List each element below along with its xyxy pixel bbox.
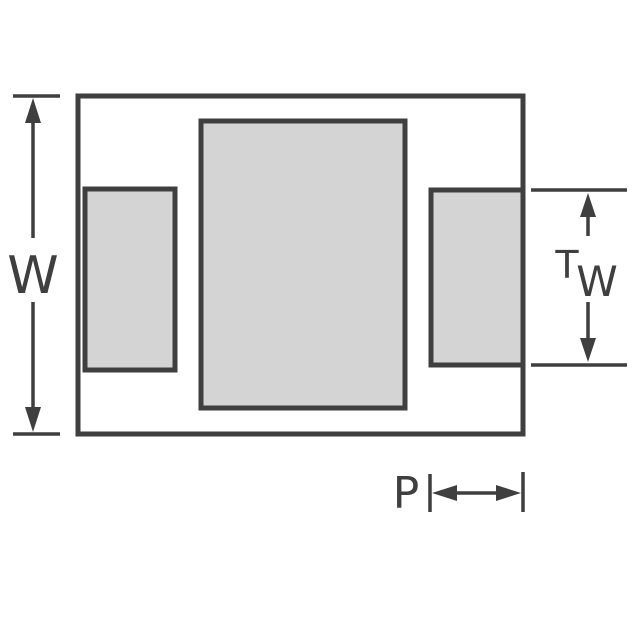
left-terminal-pad (82, 186, 178, 373)
arrowhead-up-icon (580, 193, 596, 217)
dimension-p-label: P (393, 468, 420, 519)
arrowhead-down-icon (580, 338, 596, 362)
arrowhead-right-icon (496, 485, 521, 501)
dimension-tw-label-t: T (554, 243, 579, 287)
arrowhead-up-icon (25, 98, 41, 123)
arrowhead-left-icon (432, 485, 457, 501)
right-terminal-pad (428, 187, 526, 368)
dimension-tw-label-mask (552, 236, 618, 302)
center-pad (198, 118, 408, 411)
dimension-w: W (6, 94, 62, 436)
dimension-w-label-mask (6, 238, 62, 302)
dimension-w-label: W (7, 246, 58, 306)
dimension-tw: T W (531, 188, 627, 367)
dimension-tw-label-w: W (576, 257, 618, 306)
dimension-p: P (393, 468, 525, 519)
arrowhead-down-icon (25, 407, 41, 432)
